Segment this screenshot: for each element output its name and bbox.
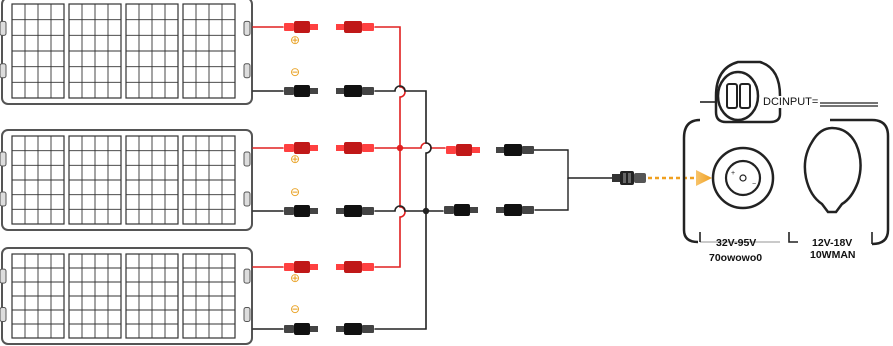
positive-junction	[396, 144, 404, 152]
port-32-95v: + −	[711, 146, 775, 210]
panel-connector-male-3	[284, 142, 318, 154]
power-station: + −	[682, 60, 890, 246]
positive-bus	[374, 26, 446, 268]
solar-panel-1	[0, 0, 253, 105]
panel-connector-female-2	[336, 85, 374, 97]
solar-panel-2	[0, 129, 253, 231]
output-plug	[612, 171, 646, 185]
dc-input-label: DCINPUT=	[762, 96, 820, 108]
panel-connector-female-6	[336, 323, 374, 335]
negative-bus	[374, 85, 444, 330]
combined-positive-connector-a	[446, 144, 480, 156]
combined-negative-connector-a	[444, 204, 478, 216]
panel-connector-male-4	[284, 205, 318, 217]
combined-positive-lead	[529, 149, 613, 179]
panel-connector-female-3	[336, 142, 374, 154]
combined-negative-lead	[534, 177, 569, 211]
port-12-18v	[803, 126, 862, 214]
port-2-voltage-label: 12V-18V	[812, 237, 853, 249]
panel-connector-female-1	[336, 21, 374, 33]
panel-connector-male-2	[284, 85, 318, 97]
port-2-current-label: 10WMAN	[810, 249, 856, 261]
panel-connector-male-6	[284, 323, 318, 335]
dc-input-socket	[700, 60, 782, 124]
panel-connector-male-1	[284, 21, 318, 33]
positive-symbol: ⊕	[290, 33, 300, 47]
negative-symbol: ⊖	[290, 185, 300, 199]
panel-connector-female-4	[336, 205, 374, 217]
negative-symbol: ⊖	[290, 302, 300, 316]
negative-junction	[422, 207, 430, 215]
combined-negative-connector-b	[496, 204, 534, 216]
positive-symbol: ⊕	[290, 152, 300, 166]
combined-positive-connector-b	[496, 144, 534, 156]
svg-text:−: −	[752, 181, 756, 188]
port-1-current-label: 70owowo0	[709, 252, 763, 264]
positive-symbol: ⊕	[290, 271, 300, 285]
solar-panel-3	[0, 247, 253, 345]
port-1-voltage-label: 32V-95V	[716, 237, 757, 249]
panel-connector-male-5	[284, 261, 318, 273]
svg-text:+: +	[731, 170, 735, 177]
panel-connector-female-5	[336, 261, 374, 273]
insert-arrow	[648, 170, 712, 186]
negative-symbol: ⊖	[290, 65, 300, 79]
